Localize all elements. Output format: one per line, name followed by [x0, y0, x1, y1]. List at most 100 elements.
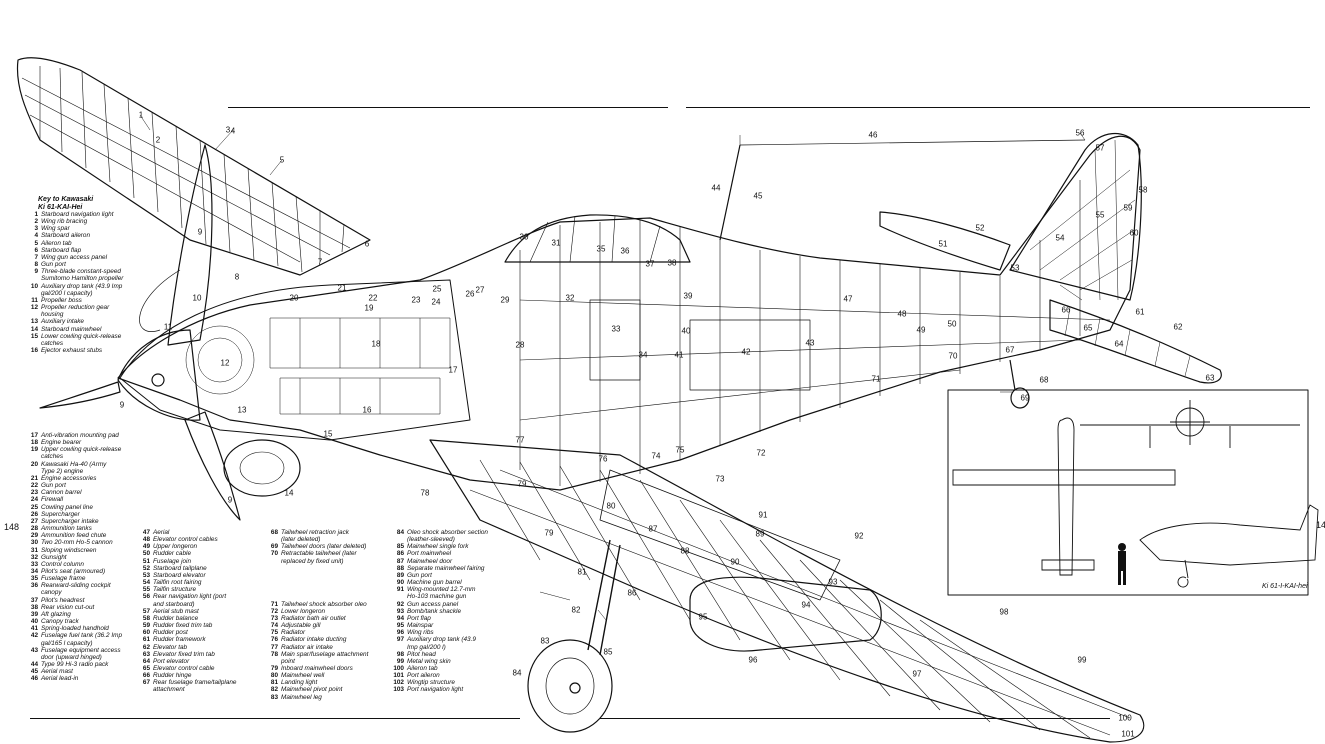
key-entry-text: canopy: [41, 589, 62, 597]
key-entry-text: Ammunition tanks: [41, 525, 92, 533]
key-entry-text: Type 2) engine: [41, 467, 84, 475]
key-entry-number: 13: [30, 318, 38, 326]
inset-frame: [947, 389, 1309, 596]
callout-label: 8: [234, 272, 240, 282]
callout-label: 39: [683, 291, 693, 301]
callout-label: 28: [515, 340, 525, 350]
propeller-blade-left: [39, 381, 121, 409]
plan-view-wings: [952, 469, 1176, 486]
callout-label: 87: [648, 524, 658, 534]
callout-label: 44: [711, 183, 721, 193]
callout-label: 71: [871, 374, 881, 384]
key-entry-number: 46: [30, 675, 38, 683]
key-entry-number: 29: [30, 532, 38, 540]
key-entry-number: 85: [396, 543, 404, 551]
key-entry-number: 39: [30, 610, 38, 618]
key-entry-number: 55: [142, 586, 150, 594]
key-entry-number: 53: [142, 571, 150, 579]
propeller-disc-arc: [139, 269, 181, 332]
key-entry-number: 32: [30, 553, 38, 561]
key-entry-number: 97: [396, 636, 404, 644]
key-entry-number: 69: [270, 543, 278, 551]
key-entry-number: 43: [30, 646, 38, 654]
key-entry-text: Ejector exhaust stubs: [41, 346, 103, 354]
plan-view-tailplane: [1041, 559, 1095, 571]
key-entry-number: 75: [270, 629, 278, 637]
key-entry-number: 21: [30, 474, 38, 482]
key-entry-number: 72: [270, 607, 278, 615]
key-entry-text: Tailfin root fairing: [153, 579, 202, 587]
key-entry-number: 94: [396, 614, 404, 622]
key-entry-number: 16: [30, 346, 38, 354]
key-entry-number: 5: [34, 239, 38, 247]
key-entry-number: 4: [34, 232, 38, 240]
callout-label: 18: [371, 339, 381, 349]
fuselage-frames: [519, 180, 1111, 486]
key-entry-text: Bomb/tank shackle: [407, 607, 461, 615]
key-entry: door (upward hinged): [24, 654, 122, 661]
callout-label: 94: [801, 600, 811, 610]
callout-label: 9: [119, 400, 125, 410]
callout-label: 23: [411, 295, 421, 305]
key-entry-number: 93: [396, 607, 404, 615]
callout-label: 1: [138, 110, 144, 120]
key-entry-number: 67: [142, 679, 150, 687]
callout-label: 27: [475, 285, 485, 295]
key-entry-text: Port elevator: [153, 657, 190, 665]
callout-label: 61: [1135, 307, 1145, 317]
callout-label: 59: [1123, 203, 1133, 213]
key-entry-text: catches: [41, 339, 64, 347]
starboard-wing-ribs: [21, 66, 351, 273]
callout-label: 47: [843, 294, 853, 304]
key-entry-text: Spring-loaded handhold: [41, 625, 109, 633]
plan-view-fuselage: [1057, 417, 1075, 576]
key-entry-text: Auxiliary drop tank (43.9: [407, 636, 476, 644]
callout-label: 74: [651, 451, 661, 461]
key-entry-number: 83: [270, 693, 278, 701]
starboard-mainwheel: [223, 439, 301, 497]
key-entry-number: 63: [142, 650, 150, 658]
key-entry-text: Mainwheel well: [281, 672, 325, 680]
key-entry-text: Gunsight: [41, 553, 67, 561]
key-entry: replaced by fixed unit): [264, 558, 368, 565]
key-entry-text: Engine accessories: [41, 474, 97, 482]
starboard-tailplane: [879, 211, 1011, 271]
callout-label: 84: [512, 668, 522, 678]
key-entry-text: Mainspar: [407, 622, 434, 630]
key-entry-number: 79: [270, 664, 278, 672]
key-entry-number: 73: [270, 614, 278, 622]
port-tailplane: [1049, 299, 1222, 384]
aerial-mast: [719, 144, 741, 241]
key-entry-text: Kawasaki Ha-40 (Army: [41, 460, 107, 468]
key-entry-number: 8: [34, 261, 38, 269]
key-entry-number: 7: [34, 253, 38, 261]
fuselage: [117, 135, 1141, 491]
callout-label: 13: [237, 405, 247, 415]
key-entry-number: 91: [396, 586, 404, 594]
key-entry: [264, 586, 368, 593]
key-entry-text: Port flap: [407, 614, 431, 622]
key-entry-number: 40: [30, 618, 38, 626]
callout-label: 99: [1077, 655, 1087, 665]
callout-label: 76: [598, 454, 608, 464]
key-title: Key to Kawasaki Ki 61-KAI-Hei: [38, 196, 93, 212]
key-entry-number: 80: [270, 672, 278, 680]
